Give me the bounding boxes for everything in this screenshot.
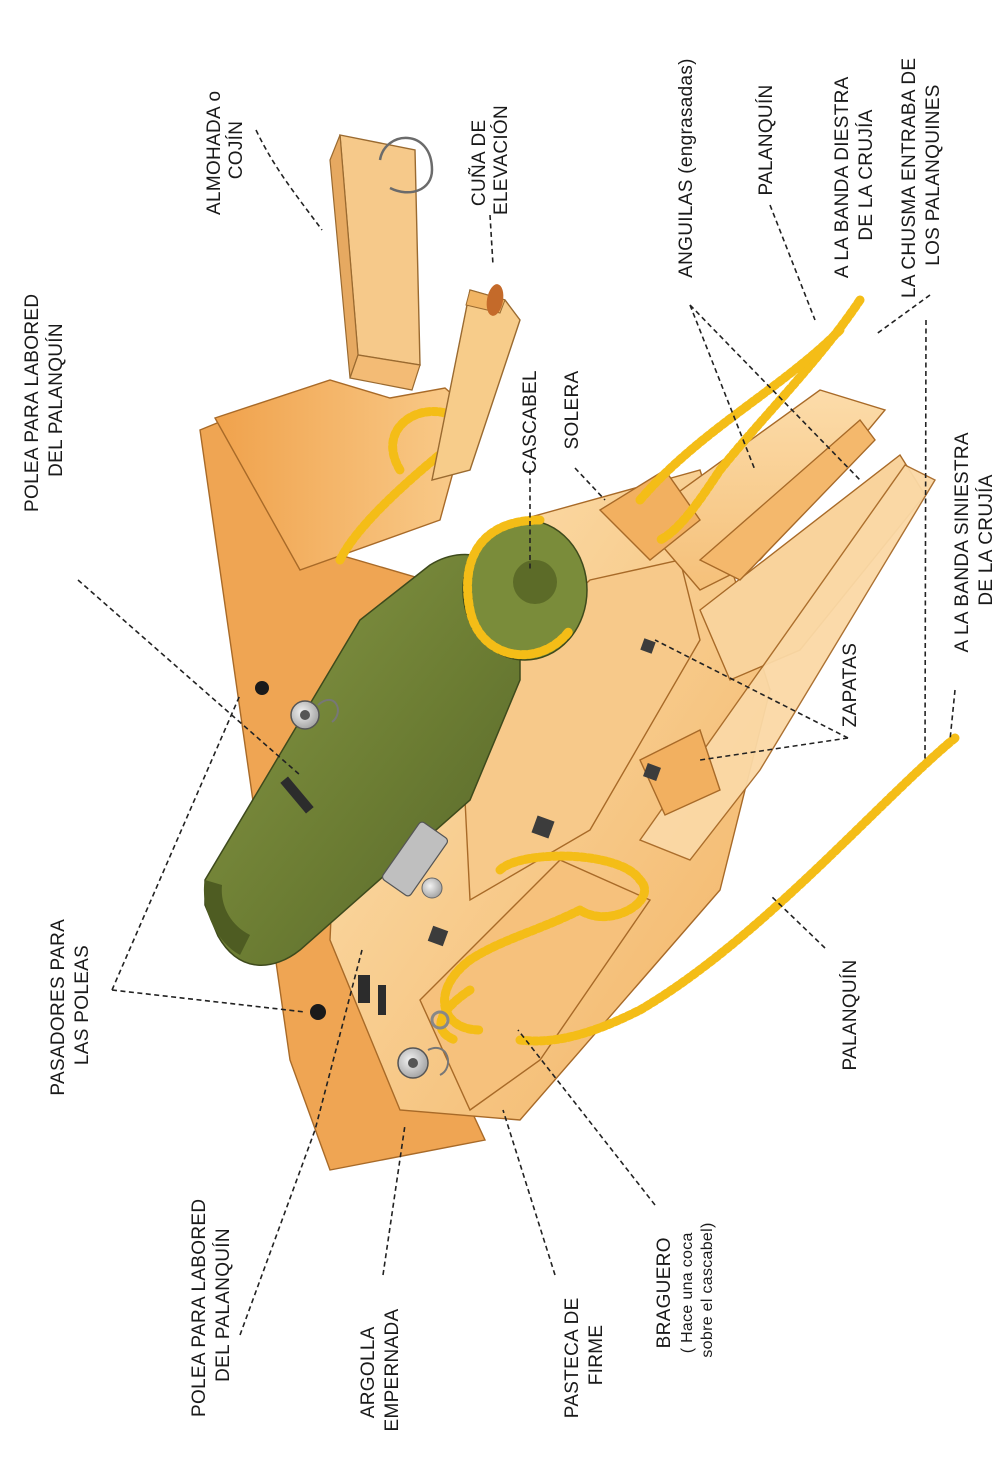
label-cuna-elevacion: CUÑA DE ELEVACIÓN bbox=[468, 105, 512, 215]
label-zapatas: ZAPATAS bbox=[840, 643, 861, 727]
label-anguilas: ANGUILAS (engrasadas) bbox=[676, 58, 697, 278]
label-almohada: ALMOHADA o COJÍN bbox=[204, 85, 247, 215]
pasador-hole-top bbox=[255, 681, 269, 695]
label-banda-siniestra: A LA BANDA SINIESTRA DE LA CRUJÍA bbox=[952, 428, 997, 653]
label-banda-diestra: A LA BANDA DIESTRA DE LA CRUJÍA bbox=[832, 72, 877, 278]
cushion-block bbox=[330, 135, 432, 390]
elevation-wedge bbox=[432, 283, 520, 480]
label-solera: SOLERA bbox=[562, 371, 583, 450]
label-pasteca: PASTECA DE FIRME bbox=[562, 1292, 607, 1419]
label-palanquin-top: PALANQUÍN bbox=[756, 84, 777, 195]
label-braguero: BRAGUERO ( Hace una coca sobre el cascab… bbox=[654, 1222, 716, 1357]
label-polea-bottom: POLEA PARA LABORED DEL PALANQUÍN bbox=[189, 1193, 234, 1417]
trunnion-bolt bbox=[422, 878, 442, 898]
label-cascabel: CASCABEL bbox=[520, 370, 541, 474]
cascabel-knob bbox=[513, 560, 557, 604]
label-pasadores: PASADORES PARA LAS POLEAS bbox=[48, 914, 93, 1095]
pasador-hole-bottom bbox=[310, 1004, 326, 1020]
label-chusma: LA CHUSMA ENTRABA DE LOS PALANQUINES bbox=[899, 52, 944, 298]
label-palanquin-bottom: PALANQUÍN bbox=[840, 959, 861, 1070]
label-polea-top: POLEA PARA LABORED DEL PALANQUÍN bbox=[22, 288, 67, 512]
label-argolla: ARGOLLA EMPERNADA bbox=[358, 1308, 403, 1431]
